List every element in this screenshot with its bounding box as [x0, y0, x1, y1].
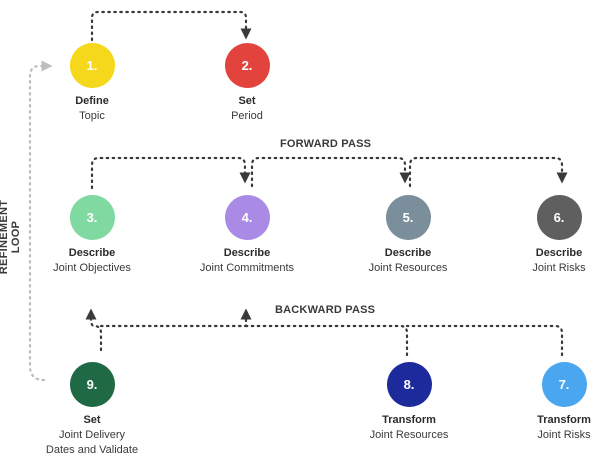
step-verb: Set — [83, 414, 101, 426]
step-description: Joint Risks — [537, 429, 591, 441]
backward-pass-label: BACKWARD PASS — [275, 304, 376, 316]
step-number-circle: 4. — [224, 195, 270, 240]
step-verb: Describe — [68, 247, 116, 259]
connector-1-to-2 — [90, 10, 252, 42]
step-description: Joint Objectives — [53, 262, 131, 274]
step-description: Joint Resources — [368, 262, 448, 274]
step-description: Joint Risks — [532, 262, 586, 274]
refinement-loop-connector — [28, 60, 53, 382]
step-verb: Set — [238, 95, 256, 107]
step-number-circle: 6. — [536, 195, 582, 240]
backward-connector-7 — [405, 324, 564, 357]
step-description-line-2: Dates and Validate — [45, 444, 139, 456]
step-5-describe-joint-resources: 5. Describe Joint Resources — [343, 195, 473, 276]
forward-connector-3-to-4 — [90, 156, 251, 190]
forward-pass-label: FORWARD PASS — [280, 138, 372, 150]
step-3-describe-joint-objectives: 3. Describe Joint Objectives — [27, 195, 157, 276]
step-7-transform-joint-risks: 7. Transform Joint Risks — [499, 362, 607, 443]
step-4-describe-joint-commitments: 4. Describe Joint Commitments — [182, 195, 312, 276]
backward-connector-9-to-3 — [85, 308, 103, 352]
step-1-define-topic: 1. Define Topic — [27, 43, 157, 124]
step-number-circle: 1. — [69, 43, 115, 88]
step-description: Joint Commitments — [199, 262, 295, 274]
step-number-circle: 5. — [385, 195, 431, 240]
step-9-set-joint-delivery-dates: 9. Set Joint Delivery Dates and Validate — [27, 362, 157, 458]
refinement-loop-label: REFINEMENT LOOP — [0, 199, 22, 275]
step-number-circle: 9. — [69, 362, 115, 407]
step-8-transform-joint-resources: 8. Transform Joint Resources — [344, 362, 474, 443]
step-description-line-1: Joint Delivery — [58, 429, 126, 441]
step-number-circle: 2. — [224, 43, 270, 88]
forward-connector-4-to-5 — [250, 156, 411, 188]
backward-connector-8 — [244, 324, 409, 357]
step-number-circle: 3. — [69, 195, 115, 240]
step-description: Period — [231, 110, 263, 122]
step-number-circle: 7. — [541, 362, 587, 407]
step-verb: Describe — [384, 247, 432, 259]
backward-connector-to-4 — [99, 308, 252, 328]
step-verb: Define — [75, 95, 109, 107]
step-6-describe-joint-risks: 6. Describe Joint Risks — [494, 195, 607, 276]
step-description: Topic — [79, 110, 105, 122]
step-description: Joint Resources — [369, 429, 449, 441]
step-number-circle: 8. — [386, 362, 432, 407]
step-2-set-period: 2. Set Period — [182, 43, 312, 124]
step-verb: Describe — [223, 247, 271, 259]
step-verb: Transform — [537, 414, 591, 426]
step-verb: Transform — [382, 414, 436, 426]
forward-connector-5-to-6 — [408, 156, 568, 188]
step-verb: Describe — [535, 247, 583, 259]
